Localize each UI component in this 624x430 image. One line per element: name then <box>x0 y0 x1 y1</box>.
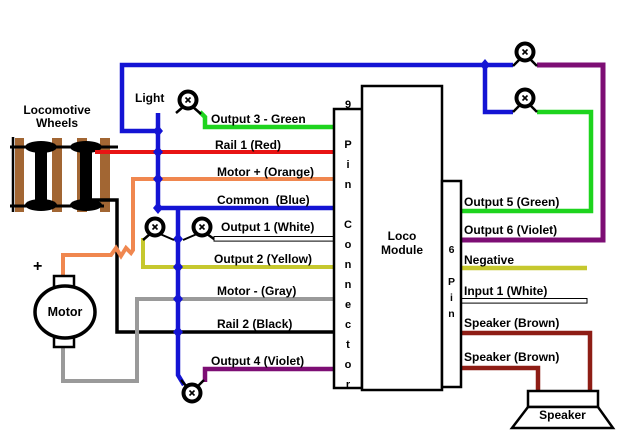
speaker-symbol <box>509 389 616 430</box>
wire-label-output4: Output 4 (Violet) <box>211 354 305 368</box>
junction-diamond <box>173 293 183 305</box>
junction-diamond <box>153 146 163 158</box>
wire-output6-violet <box>461 62 606 243</box>
wire-label-rail1: Rail 1 (Red) <box>215 138 282 152</box>
wire-speaker1-brown <box>459 330 593 392</box>
axle <box>80 149 92 205</box>
six-pin-connector-box <box>440 179 463 389</box>
wire-label-speaker2: Speaker (Brown) <box>464 350 560 364</box>
wire-label-output3: Output 3 - Green <box>211 112 306 126</box>
rail-tie <box>15 138 24 212</box>
wire-output4-violet <box>202 366 334 382</box>
wire-rail2-black <box>90 198 334 334</box>
six-pin-connector-label: 6 Pin <box>445 244 458 324</box>
wire-motor-minus-gray <box>61 297 334 383</box>
junction-diamond <box>173 233 183 245</box>
light-lamp-icon <box>175 89 202 115</box>
junction-diamonds <box>153 59 490 338</box>
motor-symbol <box>33 274 97 349</box>
motor-label: Motor <box>47 305 83 319</box>
locomotive-wheels-label: Locomotive Wheels <box>23 103 91 130</box>
junction-diamond <box>153 173 163 185</box>
wire-label-output2: Output 2 (Yellow) <box>214 252 312 266</box>
speaker-label: Speaker <box>539 408 586 422</box>
motor-plus-sign: + <box>33 258 43 275</box>
junction-diamond <box>480 59 490 71</box>
output1-lamp-icon <box>182 216 215 241</box>
wire-label-output5: Output 5 (Green) <box>464 195 560 209</box>
motor-body <box>33 284 97 340</box>
wire-speaker2-brown <box>459 365 541 392</box>
wire-common-blue-loop <box>119 62 513 134</box>
output6-lamp-icon <box>512 41 538 67</box>
loco-module-box <box>360 84 444 392</box>
wire-label-input1: Input 1 (White) <box>464 284 548 298</box>
wire-label-speaker1: Speaker (Brown) <box>464 316 560 330</box>
wire-motor-plus-orange <box>61 177 334 278</box>
wire-output3-green <box>198 110 334 130</box>
speaker-cone <box>509 405 616 430</box>
wheel <box>70 199 102 211</box>
light-label: Light <box>135 91 165 105</box>
wire-output2-yellow <box>141 238 334 269</box>
rail-tie <box>100 138 110 212</box>
junction-diamond <box>173 261 183 273</box>
nine-pin-connector-label: 9 Pin Connector <box>342 98 354 399</box>
rail-tie <box>52 138 62 212</box>
wire-label-motor-minus: Motor - (Gray) <box>217 284 297 298</box>
wheel <box>25 199 57 211</box>
junction-diamond <box>153 202 163 214</box>
output2-lamp-icon <box>142 216 175 241</box>
speaker-magnet <box>526 389 600 409</box>
wire-label-motor-plus: Motor + (Orange) <box>217 165 315 179</box>
wire-label-rail2: Rail 2 (Black) <box>217 317 293 331</box>
junction-diamond <box>173 326 183 338</box>
locomotive-wheels-symbol <box>10 137 118 212</box>
wire-label-common: Common (Blue) <box>217 193 310 207</box>
wire-output5-green <box>461 109 594 214</box>
wire-output1-white <box>213 236 335 242</box>
loco-module-label: Loco Module <box>381 229 423 257</box>
axle <box>35 149 47 205</box>
output5-lamp-icon <box>512 87 538 113</box>
wire-input1-white <box>460 298 588 304</box>
wire-common-blue-drop <box>482 67 513 115</box>
nine-pin-connector-box <box>332 107 364 390</box>
wire-label-negative: Negative <box>464 253 515 267</box>
wheel <box>25 141 57 153</box>
output4-lamp-icon <box>180 379 205 404</box>
wheel <box>70 141 102 153</box>
junction-diamond <box>153 125 163 137</box>
wire-label-output6: Output 6 (Violet) <box>464 223 558 237</box>
wire-label-output1: Output 1 (White) <box>221 220 315 234</box>
